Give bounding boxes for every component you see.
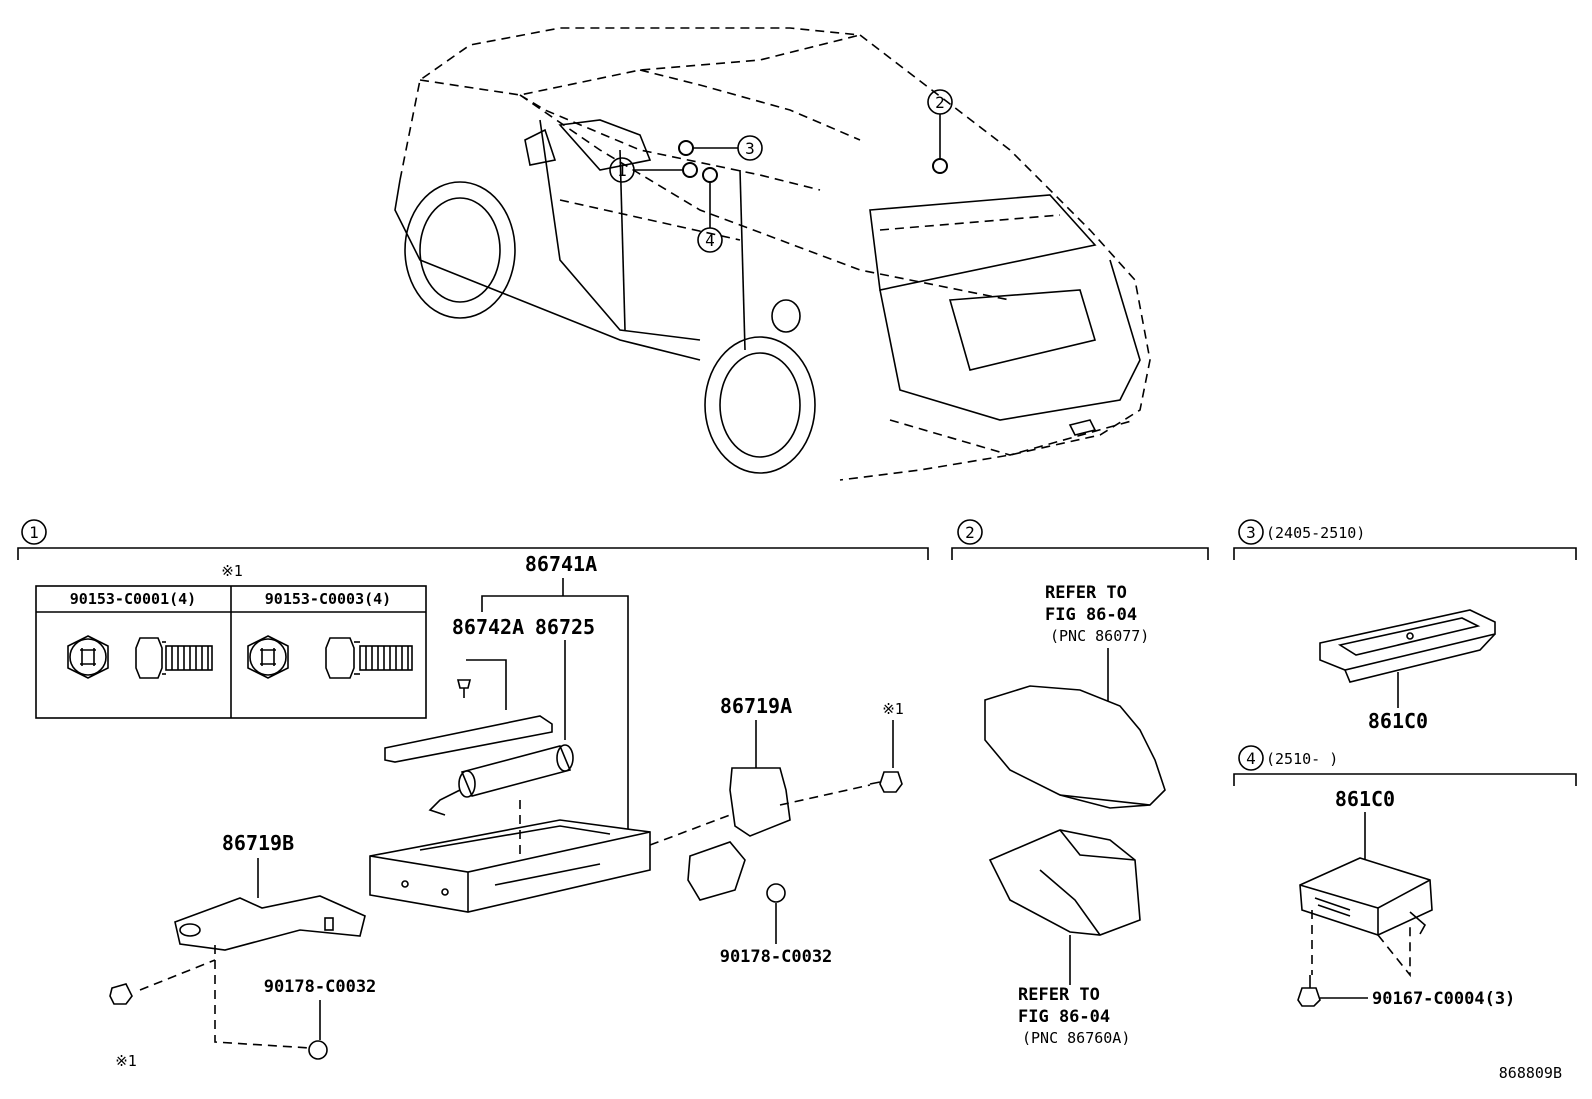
svg-text:3: 3 (1246, 523, 1256, 542)
svg-text:1: 1 (617, 161, 627, 180)
marker-circle (702, 167, 718, 183)
note-mark-left: ※1 (115, 1052, 137, 1070)
bracket-86719B (174, 895, 366, 951)
section-3-range: (2405-2510) (1266, 524, 1365, 542)
marker-circle (682, 162, 698, 178)
bolt-side-icon (135, 637, 213, 679)
svg-text:2: 2 (935, 93, 945, 112)
battery-cylinder (428, 744, 574, 816)
label-86742A: 86742A (452, 615, 524, 639)
ref-top-line-1: REFER TO (1045, 583, 1127, 603)
label-86741A: 86741A (525, 552, 597, 576)
shark-fin-antenna (984, 685, 1166, 809)
cover-plate (384, 715, 553, 763)
nut-icon (766, 883, 786, 903)
ref-bottom-line-2: FIG 86-04 (1018, 1007, 1110, 1027)
label-86725: 86725 (535, 615, 595, 639)
section-1: 1 ※1 90153-C0001(4) 90153-C0003(4) (17, 519, 929, 1070)
section-4: 4 (2510- ) 861C0 90167-C0004(3) (1233, 745, 1577, 1009)
label-86719A: 86719A (720, 694, 792, 718)
bolt-table-part-2: 90153-C0003(4) (265, 590, 391, 608)
callout-2[interactable]: 2 (927, 89, 953, 115)
label-861C0-s3: 861C0 (1368, 709, 1428, 733)
svg-text:2: 2 (965, 523, 975, 542)
callout-1[interactable]: 1 (609, 157, 635, 183)
screw-icon (1297, 975, 1321, 1007)
section-3-number[interactable]: 3 (1238, 519, 1264, 545)
section-2: 2 REFER TO FIG 86-04 (PNC 86077) REFER T… (951, 519, 1209, 1047)
module-box (369, 819, 651, 913)
bolt-table-part-1: 90153-C0001(4) (70, 590, 196, 608)
section-2-number[interactable]: 2 (957, 519, 983, 545)
section-1-bracket (17, 547, 929, 560)
bracket-86719A-tab (687, 841, 746, 901)
section-3: 3 (2405-2510) 861C0 (1233, 519, 1577, 733)
note-mark-right: ※1 (882, 700, 904, 718)
label-861C0-s4: 861C0 (1335, 787, 1395, 811)
section-4-bracket (1233, 773, 1577, 786)
module-861C0-large (1299, 857, 1433, 936)
section-2-bracket (951, 547, 1209, 560)
marker-circle (932, 158, 948, 174)
section-3-bracket (1233, 547, 1577, 560)
note-mark: ※1 (221, 562, 243, 580)
svg-text:4: 4 (1246, 749, 1256, 768)
section-4-number[interactable]: 4 (1238, 745, 1264, 771)
section-4-range: (2510- ) (1266, 750, 1338, 768)
antenna-base (988, 829, 1141, 936)
screw-icon (109, 983, 133, 1005)
ref-top-line-3: (PNC 86077) (1050, 627, 1149, 645)
label-nut-left: 90178-C0032 (264, 977, 377, 997)
callout-3[interactable]: 3 (737, 135, 763, 161)
callout-4[interactable]: 4 (697, 227, 723, 253)
bolt-side-icon (325, 637, 413, 679)
label-90167: 90167-C0004(3) (1372, 989, 1515, 1009)
nut-icon (308, 1040, 328, 1060)
bolt-table: 90153-C0001(4) 90153-C0003(4) (35, 585, 427, 719)
ref-bottom-line-1: REFER TO (1018, 985, 1100, 1005)
module-861C0-small (1319, 609, 1496, 683)
label-nut-right: 90178-C0032 (720, 947, 833, 967)
ref-bottom-line-3: (PNC 86760A) (1022, 1029, 1130, 1047)
bracket-86719A (729, 767, 791, 837)
svg-text:4: 4 (705, 231, 715, 250)
section-1-number[interactable]: 1 (21, 519, 47, 545)
vehicle-overview: 1 2 3 4 (394, 27, 1151, 481)
bolt-head-icon (247, 635, 289, 679)
bolt-head-icon (67, 635, 109, 679)
ref-top-line-2: FIG 86-04 (1045, 605, 1137, 625)
label-86719B: 86719B (222, 831, 294, 855)
screw-icon (456, 679, 472, 698)
svg-text:3: 3 (745, 139, 755, 158)
marker-circle (678, 140, 694, 156)
screw-icon (869, 771, 903, 793)
svg-text:1: 1 (29, 523, 39, 542)
figure-id: 868809B (1499, 1064, 1562, 1082)
